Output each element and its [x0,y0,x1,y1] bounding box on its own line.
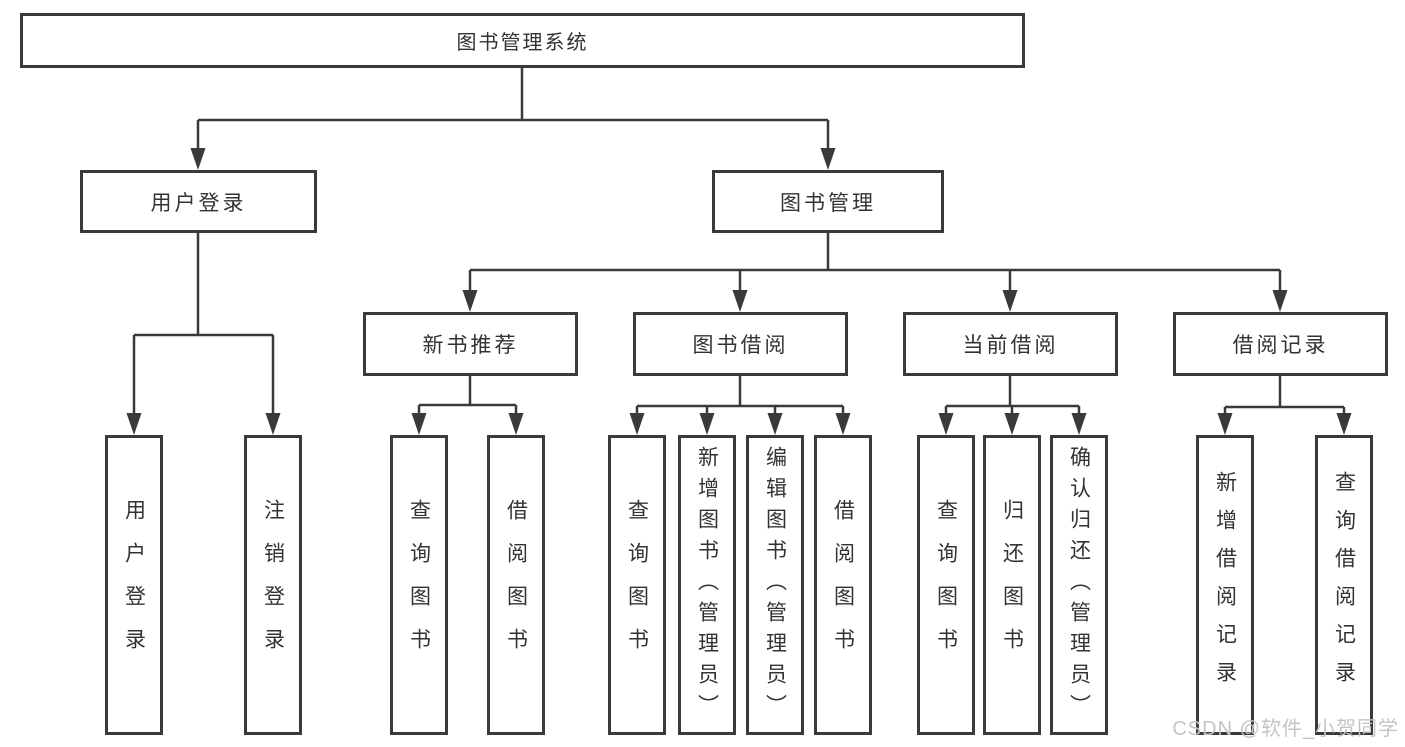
leaf-logout: 注销登录 [244,435,302,735]
node-book-borrowing: 图书借阅 [633,312,848,376]
node-user-login: 用户登录 [80,170,317,233]
node-library-management-system: 图书管理系统 [20,13,1025,68]
watermark: CSDN @软件_小贺同学 [1172,718,1399,740]
node-book-management: 图书管理 [712,170,944,233]
leaf-confirm-return-admin: 确认归还（管理员） [1050,435,1108,735]
leaf-query-borrow-record: 查询借阅记录 [1315,435,1373,735]
leaf-query-books-3: 查询图书 [917,435,975,735]
leaf-add-books-admin: 新增图书（管理员） [678,435,736,735]
leaf-edit-books-admin: 编辑图书（管理员） [746,435,804,735]
leaf-return-books: 归还图书 [983,435,1041,735]
node-borrowing-records: 借阅记录 [1173,312,1388,376]
leaf-user-login: 用户登录 [105,435,163,735]
node-current-borrowing: 当前借阅 [903,312,1118,376]
leaf-borrow-books-2: 借阅图书 [814,435,872,735]
leaf-query-books-2: 查询图书 [608,435,666,735]
leaf-borrow-books: 借阅图书 [487,435,545,735]
leaf-add-borrow-record: 新增借阅记录 [1196,435,1254,735]
node-new-book-recommendation: 新书推荐 [363,312,578,376]
leaf-query-books: 查询图书 [390,435,448,735]
